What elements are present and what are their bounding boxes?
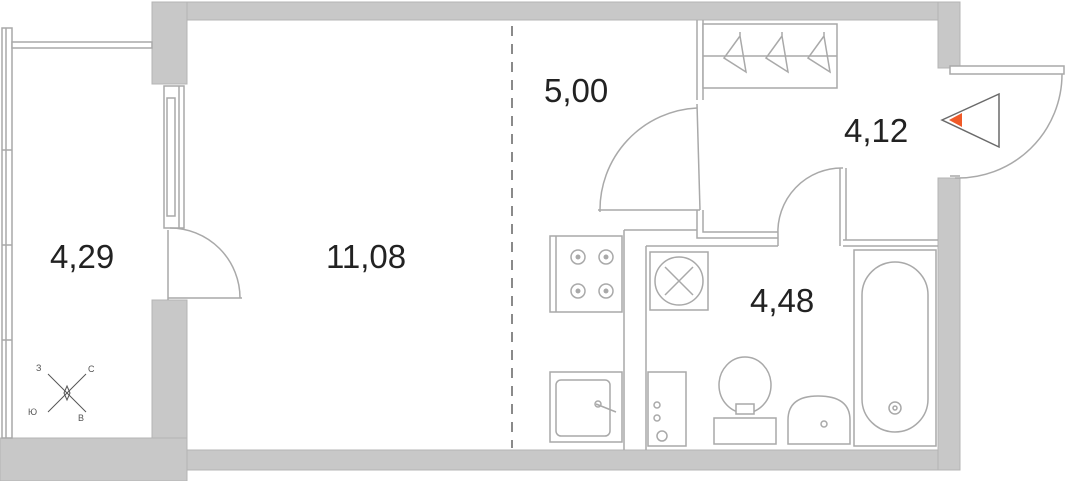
ventilation-icon [649, 251, 709, 311]
area-balcony: 4,29 [50, 238, 114, 275]
compass-west: З [36, 363, 41, 373]
walls [0, 1, 961, 481]
sink-icon [549, 371, 623, 443]
toilet-icon [713, 356, 777, 445]
stove-icon [549, 235, 623, 313]
washbasin-icon [787, 395, 851, 445]
area-hall: 4,12 [844, 112, 908, 149]
area-bathroom: 4,48 [750, 282, 814, 319]
compass: З С Ю В [28, 363, 95, 423]
window [163, 85, 185, 229]
balcony-door [167, 227, 242, 300]
entrance-icon [940, 92, 1000, 149]
washer-icon [647, 371, 687, 447]
wardrobe [702, 23, 838, 89]
compass-south: Ю [28, 407, 37, 417]
compass-north: С [88, 364, 95, 374]
balcony-glazing [1, 27, 153, 439]
compass-east: В [78, 413, 84, 423]
bathtub-icon [853, 249, 937, 447]
area-kitchen: 5,00 [544, 72, 608, 109]
doors [598, 65, 1065, 246]
partitions [623, 20, 938, 450]
area-living-room: 11,08 [326, 238, 406, 275]
